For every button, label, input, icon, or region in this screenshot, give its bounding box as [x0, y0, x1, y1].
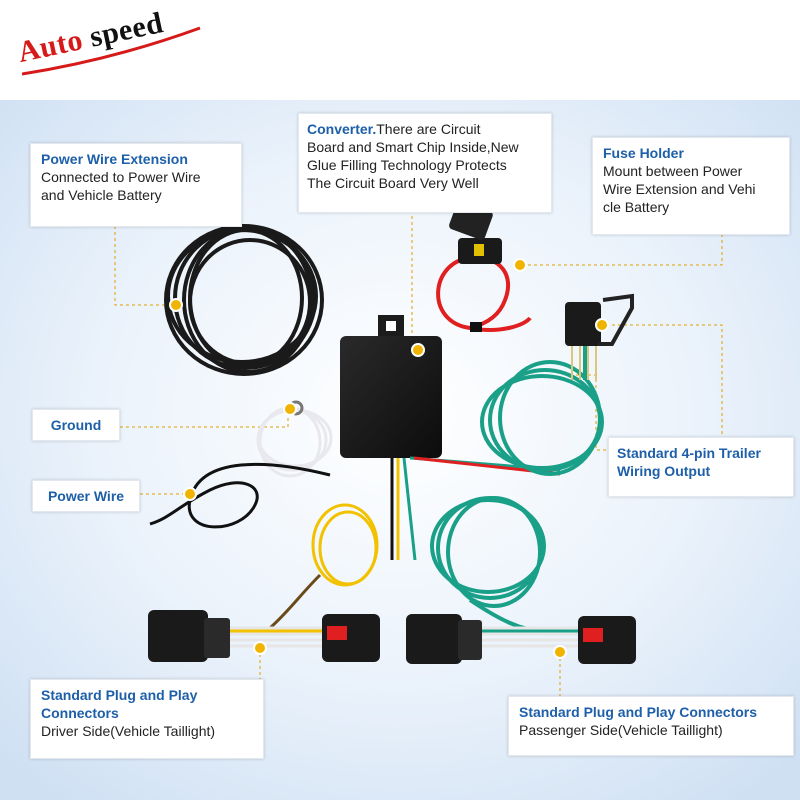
brand-logo — [22, 20, 202, 80]
four-pin-plug — [565, 293, 634, 380]
label-fuse-holder: Fuse Holder Mount between Power Wire Ext… — [592, 137, 790, 235]
driver-connector-left — [148, 610, 230, 662]
converter-desc1: There are Circuit — [376, 121, 481, 137]
label-driver-side: Standard Plug and Play Connectors Driver… — [30, 679, 264, 759]
passenger-connector-left — [406, 614, 482, 664]
label-power-wire: Power Wire — [32, 480, 140, 512]
label-converter: Converter.There are Circuit Board and Sm… — [298, 113, 552, 213]
driver-wire-coil — [268, 503, 379, 630]
driver-side-title2: Connectors — [41, 705, 119, 721]
marker-dots — [169, 258, 609, 659]
converter-title: Converter. — [307, 121, 377, 137]
fuse-holder-desc3: cle Battery — [603, 199, 670, 215]
four-pin-output-coil — [480, 330, 604, 476]
power-wire-title: Power Wire — [47, 488, 125, 504]
driver-connector-right — [322, 614, 380, 662]
power-wire-loop — [149, 462, 331, 529]
label-passenger-side: Standard Plug and Play Connectors Passen… — [508, 696, 794, 756]
power-wire-extension-coil — [164, 224, 324, 376]
passenger-connector-right — [578, 616, 636, 664]
ground-title: Ground — [50, 417, 102, 433]
four-pin-output-title2: Wiring Output — [617, 463, 711, 479]
converter-desc4: The Circuit Board Very Well — [307, 175, 479, 191]
brand-swoosh — [22, 26, 201, 76]
power-wire-extension-desc2: and Vehicle Battery — [41, 187, 162, 203]
power-wire-extension-title: Power Wire Extension — [41, 151, 188, 167]
label-ground: Ground — [32, 409, 120, 441]
label-power-wire-extension: Power Wire Extension Connected to Power … — [30, 143, 242, 227]
passenger-side-title: Standard Plug and Play Connectors — [519, 704, 758, 720]
power-wire-extension-desc1: Connected to Power Wire — [41, 169, 201, 185]
fuse-holder-title: Fuse Holder — [603, 145, 684, 161]
passenger-side-desc: Passenger Side(Vehicle Taillight) — [519, 722, 723, 738]
label-four-pin-output: Standard 4-pin Trailer Wiring Output — [608, 437, 794, 497]
passenger-wire-bundle — [482, 626, 580, 648]
driver-side-title1: Standard Plug and Play — [41, 687, 198, 703]
converter-desc3: Glue Filling Technology Protects — [307, 157, 507, 173]
converter-desc2: Board and Smart Chip Inside,New — [307, 139, 519, 155]
fuse-holder-desc2: Wire Extension and Vehi — [603, 181, 756, 197]
passenger-wire-coil — [430, 496, 546, 634]
fuse-holder-desc1: Mount between Power — [603, 163, 743, 179]
converter-box — [340, 315, 442, 458]
driver-side-desc: Driver Side(Vehicle Taillight) — [41, 723, 216, 739]
four-pin-output-title1: Standard 4-pin Trailer — [617, 445, 761, 461]
driver-wire-bundle — [230, 626, 322, 648]
